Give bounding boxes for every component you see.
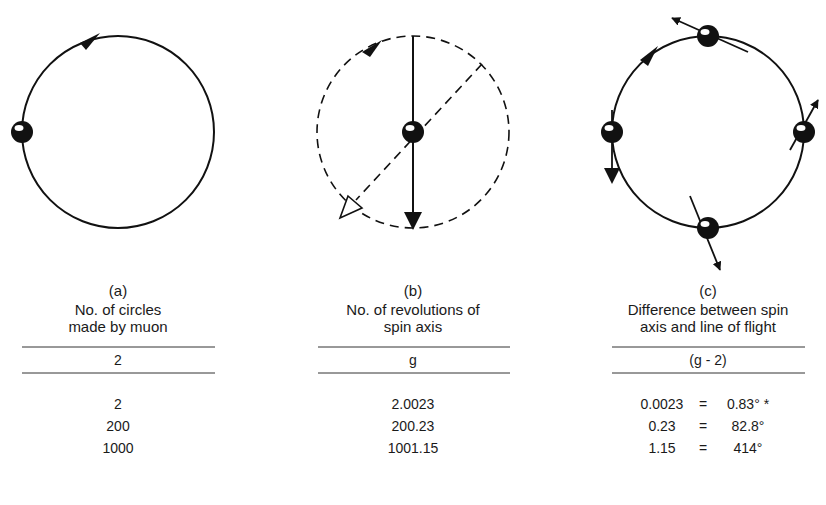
panel-letter: (a) bbox=[88, 282, 148, 299]
table-cell: = bbox=[693, 396, 713, 413]
table-cell: (g - 2) bbox=[663, 352, 753, 369]
column-header: No. of revolutions of spin axis bbox=[341, 301, 486, 335]
table-cell: 0.83° * bbox=[713, 396, 783, 413]
table-cell: 1000 bbox=[78, 440, 158, 457]
column-header: Difference between spin axis and line of… bbox=[613, 301, 803, 335]
table-cell: 2.0023 bbox=[373, 396, 453, 413]
table-cell: 82.8° bbox=[713, 418, 783, 435]
orbit-a bbox=[11, 33, 214, 228]
table-cell: 1001.15 bbox=[373, 440, 453, 457]
table-cell: 2 bbox=[78, 396, 158, 413]
table-cell: 0.0023 bbox=[630, 396, 694, 413]
table-cell: 0.23 bbox=[630, 418, 694, 435]
table-cell: g bbox=[373, 352, 453, 369]
table-cell: 200.23 bbox=[373, 418, 453, 435]
spin-axis-b bbox=[317, 36, 509, 230]
table-cell: = bbox=[693, 440, 713, 457]
column-header: No. of circles made by muon bbox=[59, 301, 177, 335]
table-cell: 414° bbox=[713, 440, 783, 457]
table-rules bbox=[22, 347, 805, 373]
table-cell: = bbox=[693, 418, 713, 435]
table-cell: 1.15 bbox=[630, 440, 694, 457]
table-cell: 200 bbox=[78, 418, 158, 435]
panel-letter: (c) bbox=[678, 282, 738, 299]
panel-letter: (b) bbox=[383, 282, 443, 299]
table-cell: 2 bbox=[78, 352, 158, 369]
orbit-c bbox=[601, 18, 818, 270]
